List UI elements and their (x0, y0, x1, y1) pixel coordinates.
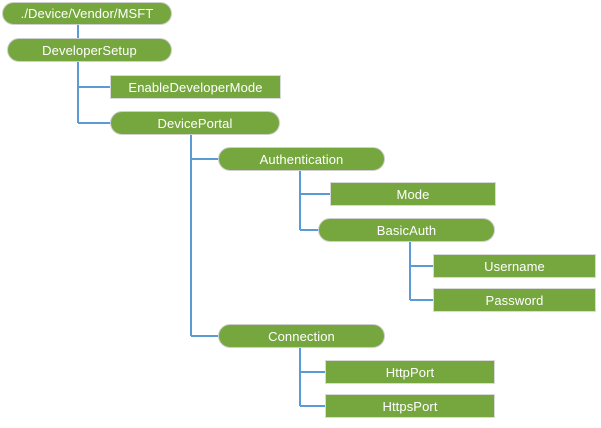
tree-node-label: Authentication (259, 151, 344, 167)
tree-node-label: Mode (396, 186, 430, 202)
tree-node-username[interactable]: Username (433, 254, 596, 278)
tree-node-enabledevelopermode[interactable]: EnableDeveloperMode (110, 75, 281, 99)
tree-node-basicauth[interactable]: BasicAuth (318, 218, 495, 242)
tree-node-httpsport[interactable]: HttpsPort (325, 394, 495, 418)
tree-node-label: HttpPort (385, 364, 435, 380)
tree-node-label: Connection (268, 328, 335, 344)
tree-node-connection[interactable]: Connection (218, 324, 385, 348)
tree-node-httpport[interactable]: HttpPort (325, 360, 495, 384)
tree-node-label: DeveloperSetup (42, 42, 137, 58)
tree-node-deviceportal[interactable]: DevicePortal (110, 111, 280, 135)
tree-node-root[interactable]: ./Device/Vendor/MSFT (2, 2, 172, 25)
tree-node-label: DevicePortal (157, 115, 233, 131)
tree-node-label: ./Device/Vendor/MSFT (20, 6, 154, 21)
tree-node-label: EnableDeveloperMode (128, 79, 263, 95)
tree-node-label: Username (484, 258, 545, 274)
tree-node-developersetup[interactable]: DeveloperSetup (7, 38, 172, 62)
tree-node-password[interactable]: Password (433, 288, 596, 312)
tree-node-label: HttpsPort (382, 398, 438, 414)
tree-node-label: Password (485, 292, 544, 308)
tree-node-label: BasicAuth (376, 222, 437, 238)
tree-node-authentication[interactable]: Authentication (218, 147, 385, 171)
tree-node-mode[interactable]: Mode (330, 182, 496, 206)
